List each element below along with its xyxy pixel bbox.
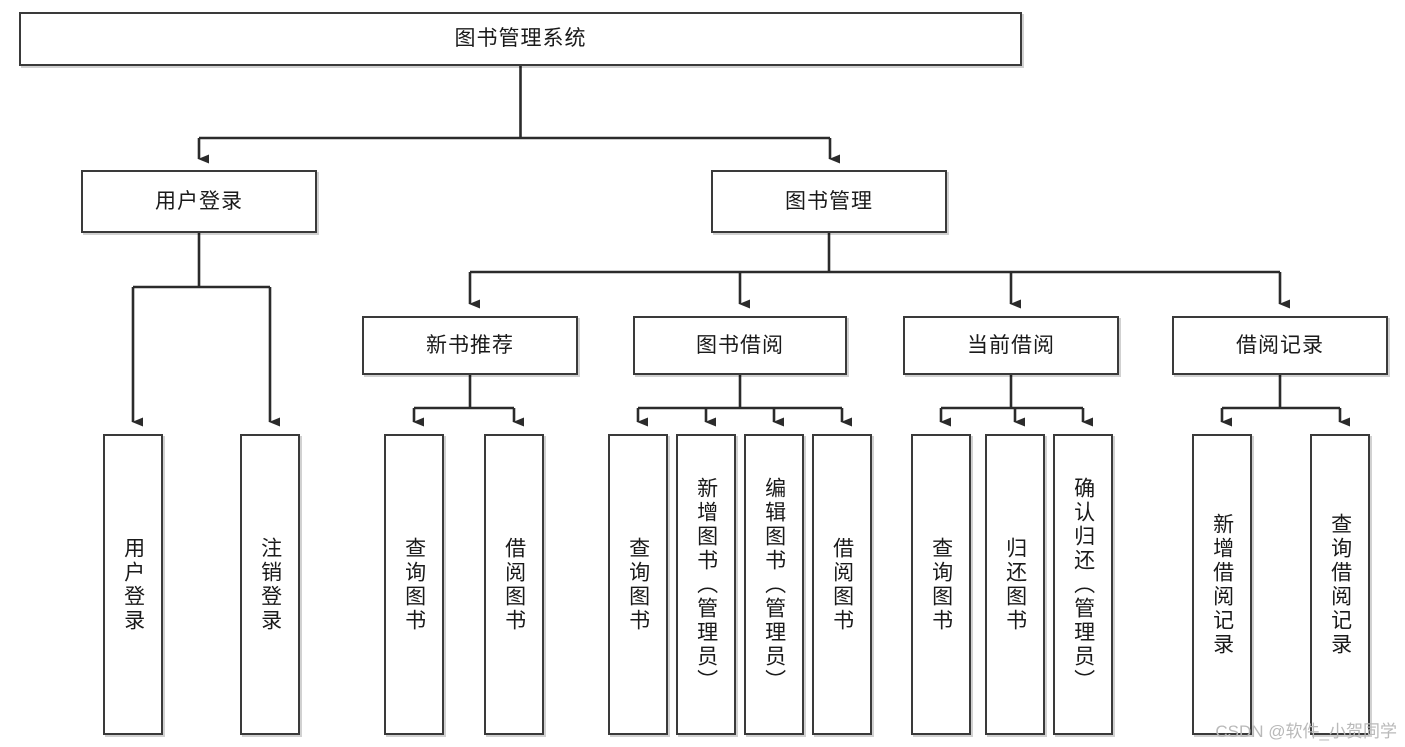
leaf-query-book-current[interactable]: 查询图书 <box>911 434 971 735</box>
leaf-borrow-book-borrowing[interactable]: 借阅图书 <box>812 434 872 735</box>
leaf-query-borrowing-record-label: 查询借阅记录 <box>1328 512 1352 657</box>
node-current-borrowing-label: 当前借阅 <box>967 333 1055 357</box>
leaf-user-login[interactable]: 用户登录 <box>103 434 163 735</box>
node-borrowing-record[interactable]: 借阅记录 <box>1172 316 1388 375</box>
leaf-add-borrowing-record-label: 新增借阅记录 <box>1210 512 1234 657</box>
leaf-edit-book-admin-label: 编辑图书（管理员） <box>762 476 786 693</box>
leaf-borrow-book-recommendation-label: 借阅图书 <box>502 536 526 633</box>
leaf-borrow-book-recommendation[interactable]: 借阅图书 <box>484 434 544 735</box>
leaf-borrow-book-borrowing-label: 借阅图书 <box>830 536 854 633</box>
leaf-user-login-label: 用户登录 <box>121 536 145 633</box>
node-book-management-label: 图书管理 <box>785 189 873 213</box>
leaf-query-book-borrowing[interactable]: 查询图书 <box>608 434 668 735</box>
leaf-query-book-recommendation[interactable]: 查询图书 <box>384 434 444 735</box>
leaf-query-borrowing-record[interactable]: 查询借阅记录 <box>1310 434 1370 735</box>
node-new-book-recommendation-label: 新书推荐 <box>426 333 514 357</box>
leaf-query-book-borrowing-label: 查询图书 <box>626 536 650 633</box>
node-user-login[interactable]: 用户登录 <box>81 170 317 233</box>
node-root[interactable]: 图书管理系统 <box>19 12 1022 66</box>
node-user-login-label: 用户登录 <box>155 189 243 213</box>
leaf-confirm-return-admin-label: 确认归还（管理员） <box>1071 476 1095 693</box>
leaf-query-book-current-label: 查询图书 <box>929 536 953 633</box>
node-root-label: 图书管理系统 <box>454 27 587 51</box>
leaf-add-book-admin[interactable]: 新增图书（管理员） <box>676 434 736 735</box>
leaf-logout-label: 注销登录 <box>258 536 282 633</box>
leaf-return-book-label: 归还图书 <box>1003 536 1027 633</box>
leaf-confirm-return-admin[interactable]: 确认归还（管理员） <box>1053 434 1113 735</box>
leaf-add-borrowing-record[interactable]: 新增借阅记录 <box>1192 434 1252 735</box>
leaf-query-book-recommendation-label: 查询图书 <box>402 536 426 633</box>
node-book-borrowing[interactable]: 图书借阅 <box>633 316 847 375</box>
leaf-return-book[interactable]: 归还图书 <box>985 434 1045 735</box>
node-current-borrowing[interactable]: 当前借阅 <box>903 316 1119 375</box>
node-book-borrowing-label: 图书借阅 <box>696 333 784 357</box>
leaf-edit-book-admin[interactable]: 编辑图书（管理员） <box>744 434 804 735</box>
leaf-add-book-admin-label: 新增图书（管理员） <box>694 476 718 693</box>
node-new-book-recommendation[interactable]: 新书推荐 <box>362 316 578 375</box>
node-borrowing-record-label: 借阅记录 <box>1236 333 1324 357</box>
leaf-logout[interactable]: 注销登录 <box>240 434 300 735</box>
node-book-management[interactable]: 图书管理 <box>711 170 947 233</box>
